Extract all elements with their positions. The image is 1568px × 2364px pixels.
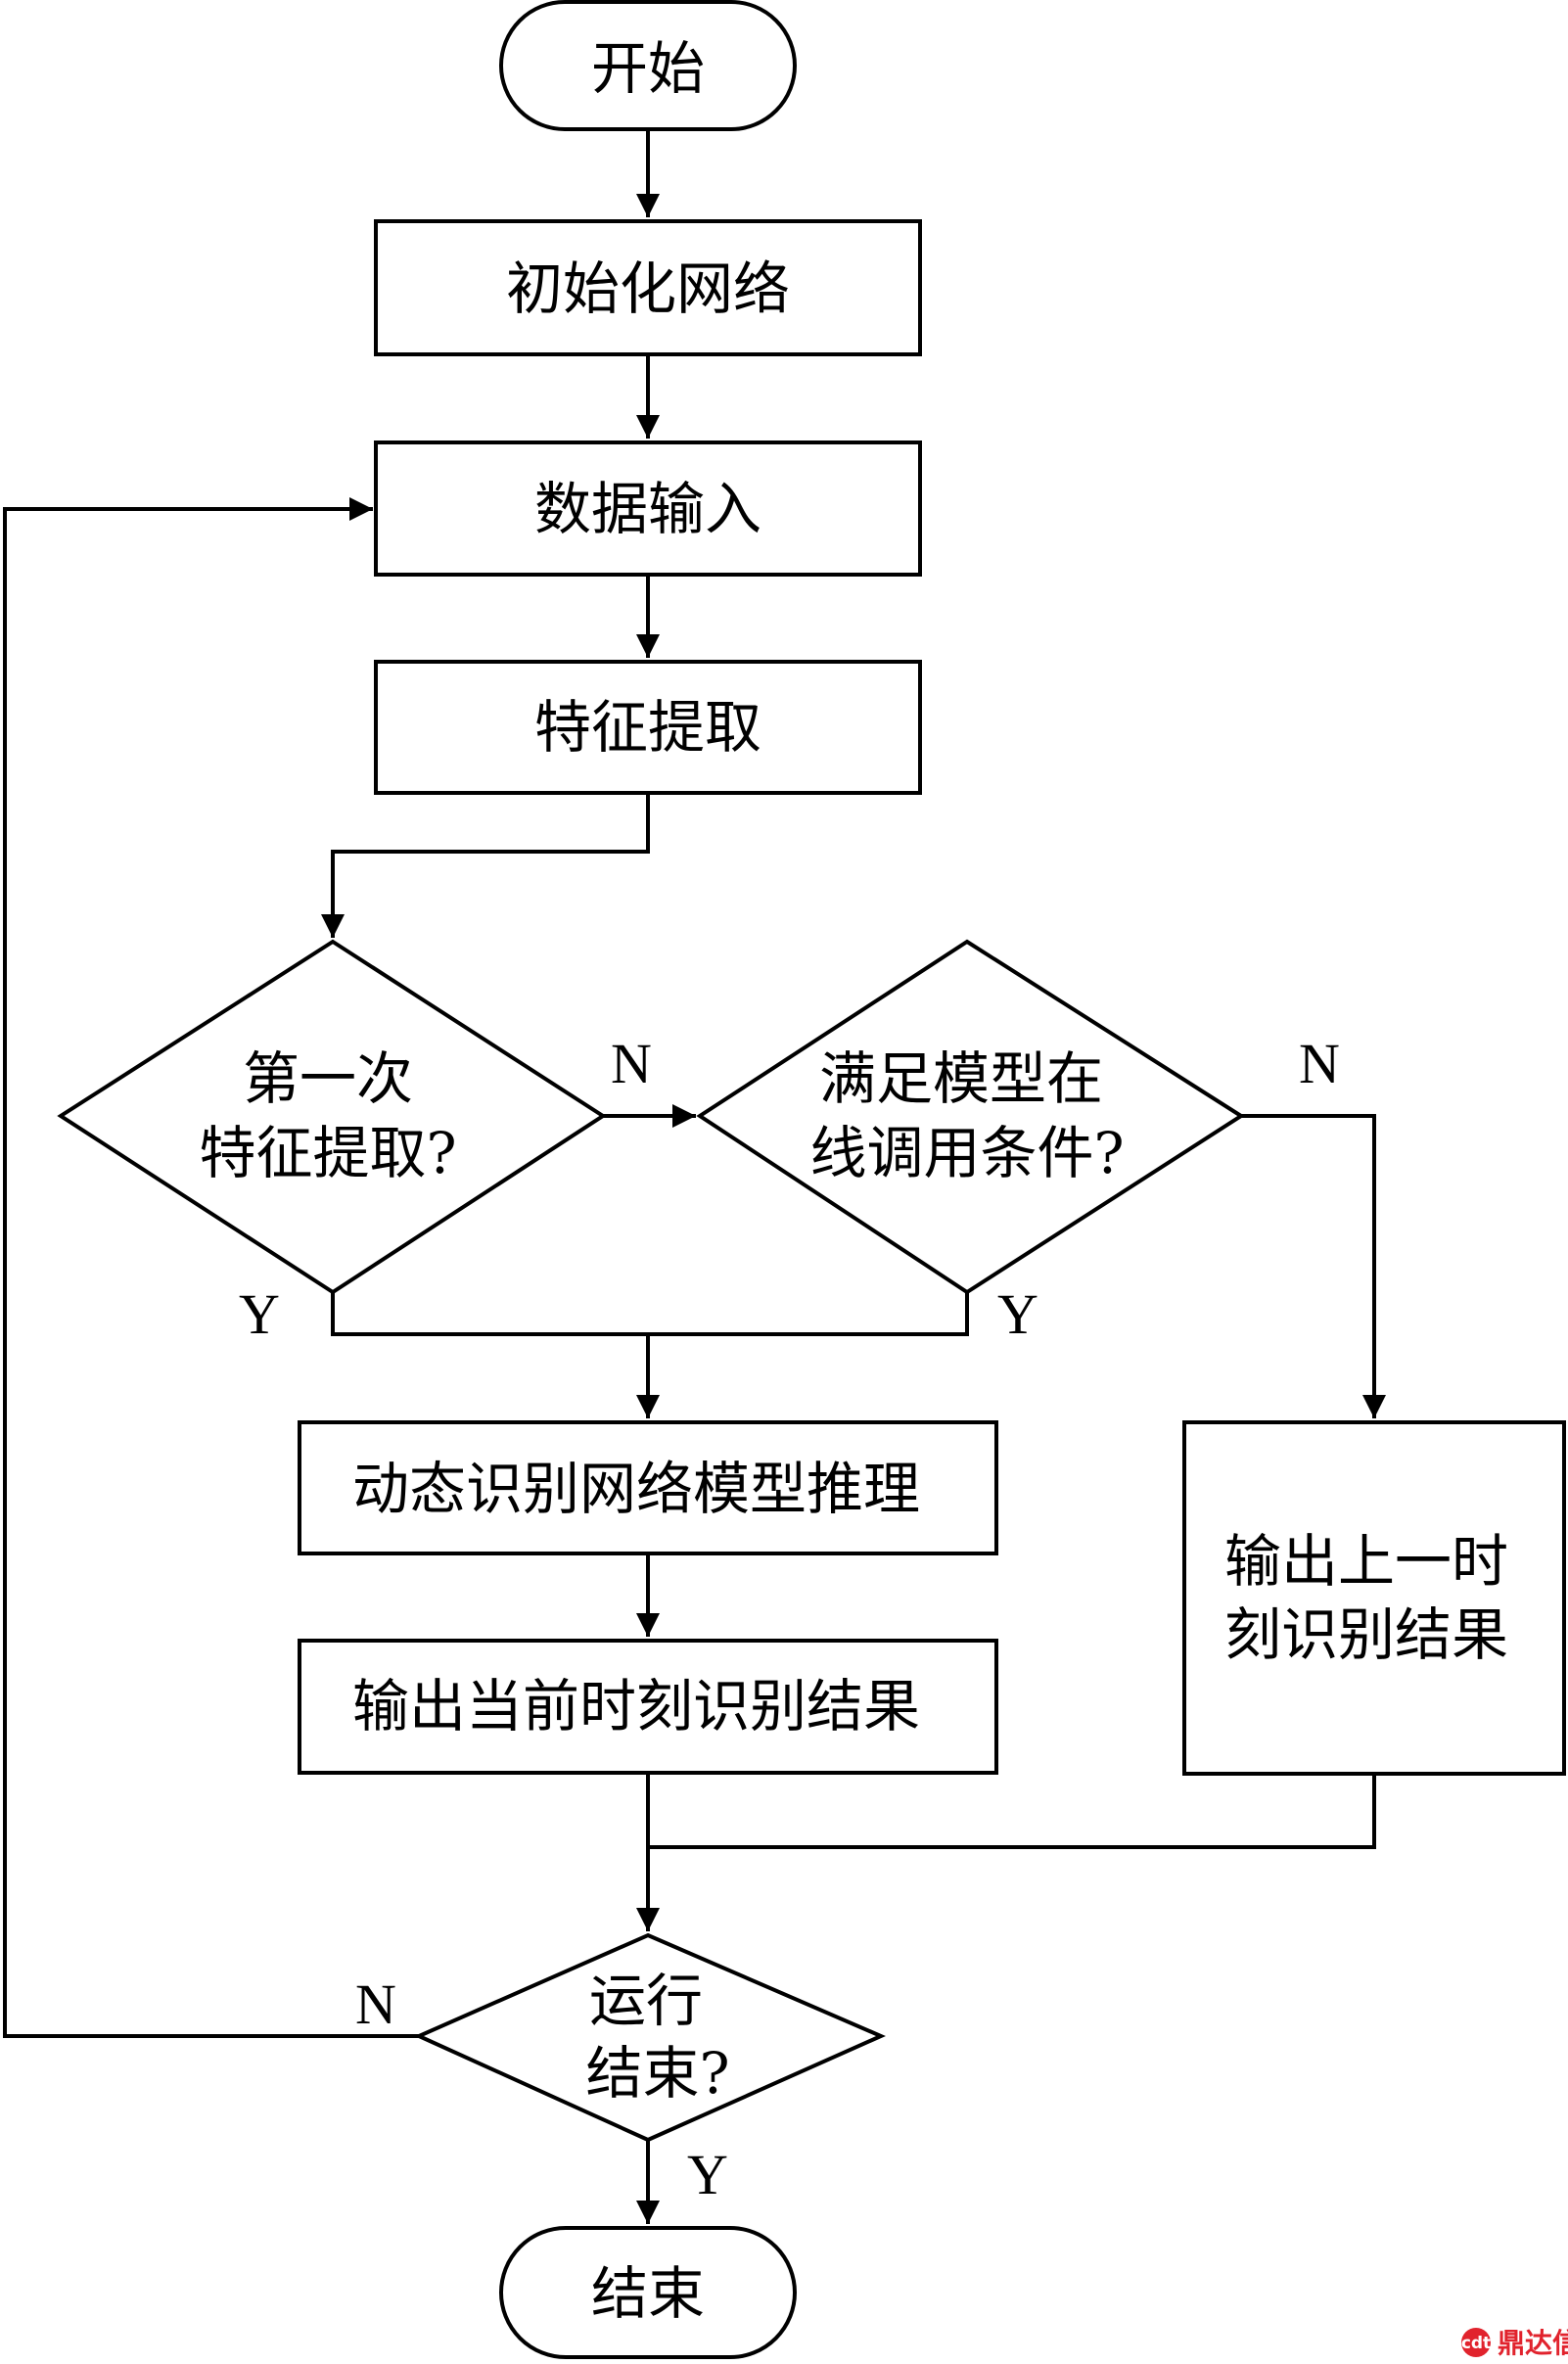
end-check-yes-label: Y [687,2143,728,2206]
online-call-line-2: 线调用条件? [809,1120,1124,1186]
output-previous-result-box: 输出上一时 刻识别结果 [1182,1420,1566,1776]
watermark-icon-text: cdt [1461,2334,1491,2353]
online-check-yes-label: Y [997,1282,1038,1346]
watermark-text: 鼎达信 [1498,2327,1568,2359]
line-yes-merge [331,1292,969,1336]
end-label: 结束 [591,2260,705,2327]
first-check-yes-label: Y [239,1282,280,1346]
data-input-label: 数据输入 [534,476,761,542]
run-end-decision: 运行 结束? [414,1932,886,2143]
arrow-end-check-no-loop [3,497,419,2038]
feature-extraction-box: 特征提取 [374,660,922,795]
init-network-box: 初始化网络 [374,219,922,356]
arrow-online-check-no [1241,1114,1386,1418]
run-end-line-2: 结束? [585,2040,729,2107]
connectors [3,129,1386,2224]
watermark: cdt 鼎达信 [1461,2327,1568,2359]
first-check-no-label: N [611,1032,652,1095]
start-label: 开始 [591,35,705,102]
first-extraction-line-2: 特征提取? [199,1120,456,1186]
end-terminal: 结束 [499,2226,797,2359]
cdt-logo-icon [1461,2328,1491,2357]
init-network-label: 初始化网络 [506,255,790,322]
arrow-extract-to-first-check [321,793,650,938]
end-check-no-label: N [355,1972,396,2036]
branch-labels: N Y N Y N Y [239,1032,1340,2206]
output-previous-line-1: 输出上一时 [1224,1528,1508,1595]
line-prev-result-merge [648,1774,1376,1849]
model-inference-box: 动态识别网络模型推理 [298,1420,998,1555]
online-call-decision: 满足模型在 线调用条件? [696,939,1245,1295]
data-input-box: 数据输入 [374,440,922,577]
output-current-result-box: 输出当前时刻识别结果 [298,1639,998,1775]
model-inference-label: 动态识别网络模型推理 [352,1456,920,1522]
online-call-line-1: 满足模型在 [819,1045,1103,1112]
output-previous-line-2: 刻识别结果 [1224,1601,1508,1668]
run-end-line-1: 运行 [589,1968,703,2034]
output-current-result-label: 输出当前时刻识别结果 [352,1673,920,1739]
feature-extraction-label: 特征提取 [534,694,761,761]
online-check-no-label: N [1299,1032,1340,1095]
first-extraction-decision: 第一次 特征提取? [57,939,607,1295]
first-extraction-line-1: 第一次 [243,1045,413,1112]
start-terminal: 开始 [499,0,797,131]
